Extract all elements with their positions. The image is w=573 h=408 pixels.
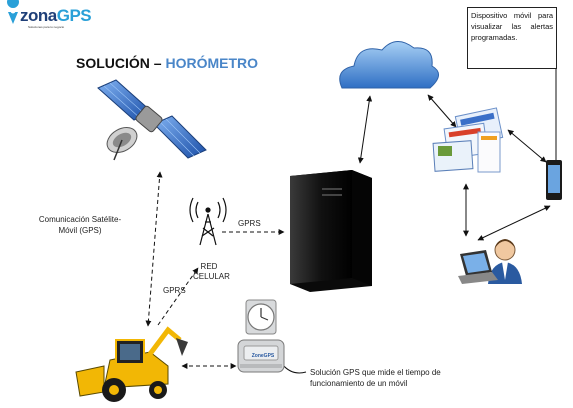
map-pin-icon — [7, 0, 19, 24]
server-cloud-link — [357, 95, 373, 164]
server-icon — [290, 170, 372, 292]
satellite-backhoe-link — [145, 171, 163, 327]
clock-icon — [245, 299, 277, 335]
logo: zonaGPS — [20, 6, 92, 26]
device-brand-label: ZoneGPS — [251, 353, 275, 359]
web-screens-icon — [432, 107, 504, 173]
cloud-icon — [339, 41, 439, 89]
title-main: SOLUCIÓN – — [76, 55, 166, 71]
web-phone-link — [507, 129, 547, 163]
satellite-icon — [97, 79, 207, 161]
cloud-web-link — [427, 94, 457, 128]
red-celular-label: RED CELULAR — [193, 262, 230, 281]
user-laptop-icon — [458, 239, 522, 284]
gprs-top-label: GPRS — [238, 219, 261, 228]
smartphone-icon — [546, 160, 562, 200]
mobile-callout: Dispositivo móvil para visualizar las al… — [467, 7, 557, 69]
user-phone-link — [477, 205, 551, 241]
logo-brand: ona — [28, 6, 57, 25]
gprs-bottom-label: GPRS — [163, 286, 186, 295]
device-caption-bracket — [281, 363, 307, 374]
satellite-comm-label: Comunicación Satélite-Móvil (GPS) — [38, 215, 122, 235]
gps-device-icon — [237, 339, 285, 373]
gprs-backhoe-tower-link — [157, 267, 199, 326]
logo-suffix: GPS — [56, 6, 92, 25]
connections — [145, 13, 557, 374]
antenna-tower-icon — [189, 197, 227, 246]
title-highlight: HORÓMETRO — [165, 55, 259, 71]
backhoe-icon — [75, 326, 188, 402]
page-title: SOLUCIÓN – HORÓMETRO — [76, 55, 258, 71]
logo-prefix: z — [20, 6, 29, 25]
device-caption: Solución GPS que mide el tiempo de funci… — [310, 368, 441, 388]
logo-tagline: Soluciones para tu negocio — [28, 25, 65, 29]
